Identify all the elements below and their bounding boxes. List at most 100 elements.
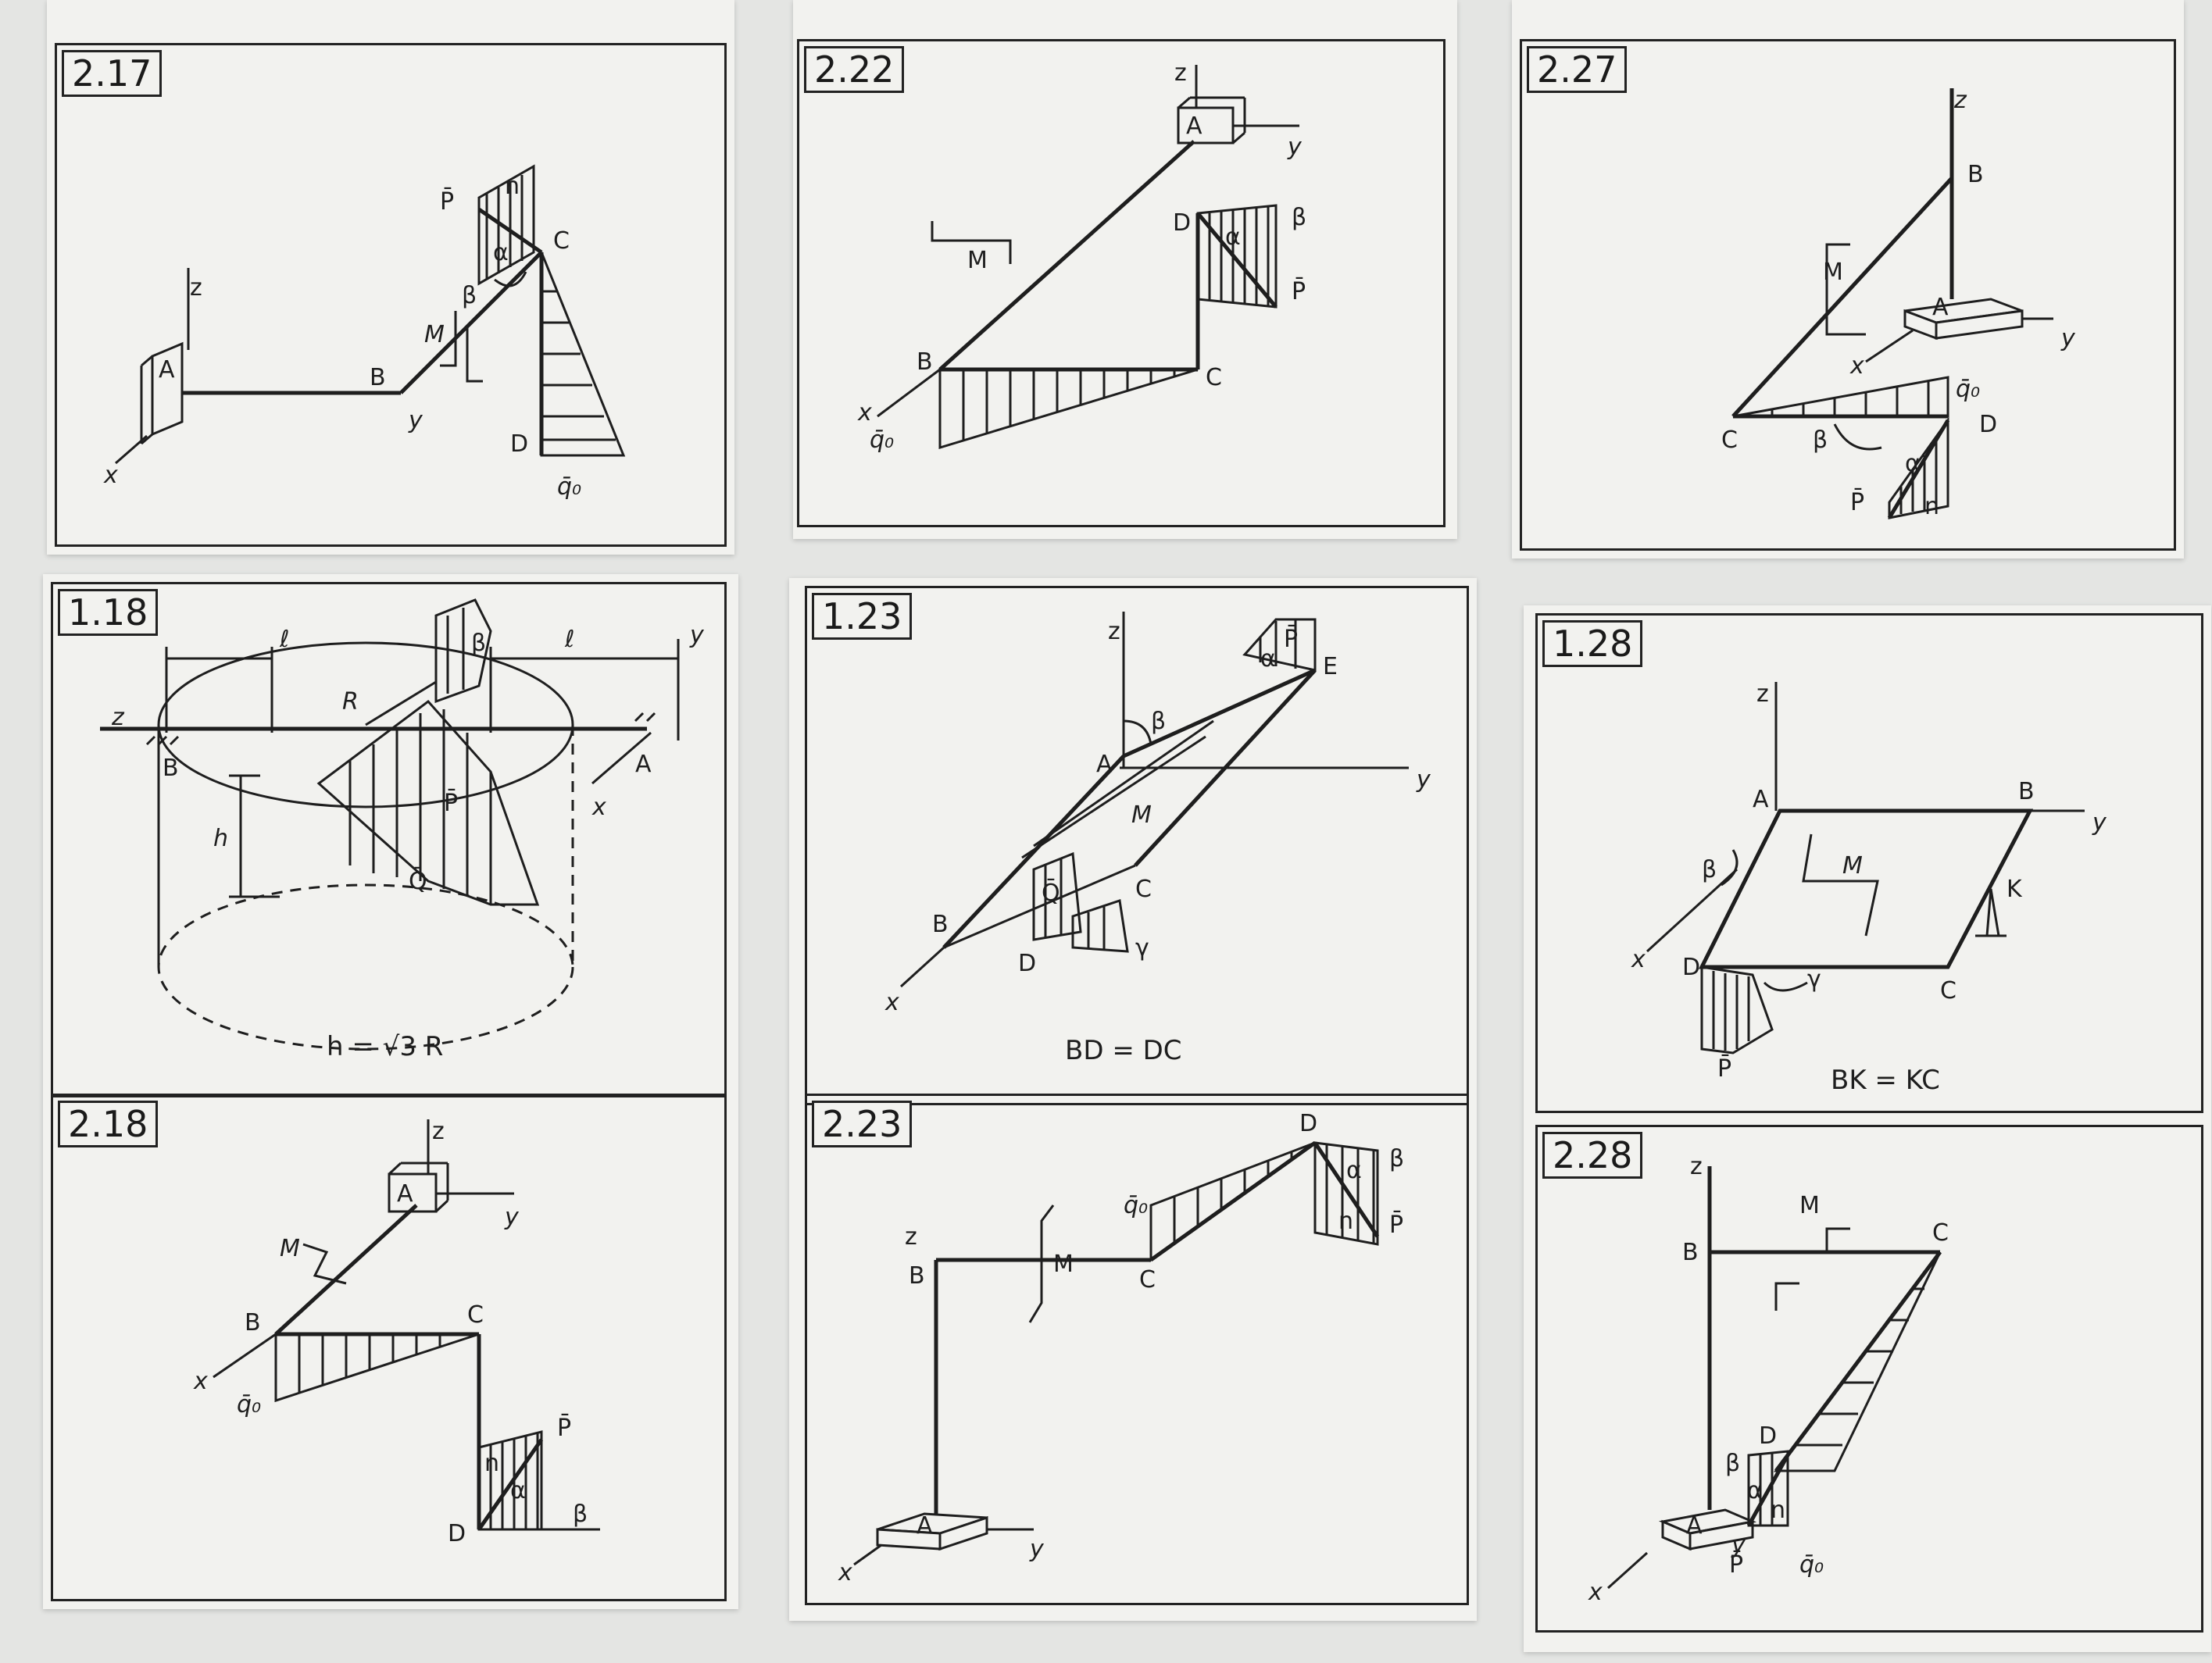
x-axis: [1646, 868, 1739, 953]
label-p: P̄: [1284, 625, 1298, 653]
label-a: A: [1096, 751, 1113, 778]
label-a: A: [397, 1180, 413, 1208]
diagram-2-18: z A y x B C D M P̄ n α β q̄₀: [193, 1118, 600, 1547]
card-1-28: 1.28 z y x A B C D: [1524, 605, 2211, 1652]
force-q-plane: [1032, 851, 1082, 941]
panel-2-28: 2.28 z B C M D: [1535, 1125, 2203, 1633]
panel-id: 2.28: [1542, 1132, 1643, 1179]
label-p: P̄: [1850, 488, 1864, 516]
label-m: M: [280, 1235, 300, 1262]
x-axis: [115, 434, 148, 465]
gamma-arc: [1763, 981, 1808, 992]
label-q: Q̄: [1042, 879, 1060, 907]
plane-n: [1888, 416, 1949, 519]
panel-1-28: 1.28 z y x A B C D: [1535, 613, 2203, 1113]
label-beta: β: [1813, 426, 1828, 454]
moment-arrow-a: [1825, 1227, 1850, 1252]
label-m: M: [1842, 852, 1863, 880]
force-p: [1196, 212, 1278, 309]
label-m: M: [1131, 801, 1152, 829]
label-q: q̄₀: [1799, 1551, 1824, 1579]
panel-2-18: 2.18: [51, 1094, 727, 1601]
label-z: z: [905, 1223, 917, 1251]
diagram-1-18: ℓ ℓ y z B A x R h Q̄ P̄ β: [100, 598, 705, 1051]
panel-2-22: 2.22: [797, 39, 1445, 527]
label-c: C: [1206, 364, 1222, 391]
card-2-22: 2.22: [793, 0, 1457, 539]
panel-id: 1.23: [812, 593, 913, 640]
force-p: [477, 1438, 544, 1531]
condition-note: h = √3 R: [327, 1031, 444, 1062]
label-q: q̄₀: [870, 426, 894, 454]
cylinder-bottom: [157, 883, 574, 1051]
radius-line: [365, 680, 437, 726]
label-y: y: [689, 622, 705, 649]
x-axis: [1606, 1551, 1649, 1590]
label-p: P̄: [1717, 1055, 1731, 1083]
x-axis: [899, 946, 945, 988]
x-axis: [877, 368, 941, 418]
label-beta: β: [1725, 1450, 1740, 1477]
label-d: D: [510, 430, 528, 458]
label-y: y: [1731, 1532, 1746, 1559]
label-p: P̄: [1389, 1211, 1403, 1239]
label-alpha: α: [1747, 1477, 1763, 1504]
label-a: A: [1186, 112, 1202, 140]
label-d: D: [1759, 1422, 1777, 1450]
label-n: n: [1924, 493, 1939, 520]
label-x: x: [1849, 352, 1864, 380]
plane-n: [1313, 1141, 1379, 1246]
label-d: D: [1173, 209, 1191, 237]
label-d: D: [448, 1520, 466, 1547]
label-m: M: [1823, 259, 1843, 286]
edge-ec: [1134, 669, 1317, 867]
label-alpha: α: [510, 1477, 526, 1504]
label-e: E: [1323, 653, 1338, 680]
force-p-plane: [434, 598, 492, 704]
label-b: B: [1682, 1239, 1699, 1266]
label-p: P̄: [440, 187, 454, 216]
diagram-2-27: z B A y x C D M P̄ n α β q̄₀: [1721, 87, 2076, 520]
beta-arc: [1123, 719, 1152, 745]
label-c: C: [1139, 1266, 1156, 1294]
label-p: P̄: [1729, 1551, 1743, 1579]
card-2-17: 2.17: [47, 0, 734, 555]
label-alpha: α: [1225, 223, 1241, 251]
label-z: z: [190, 274, 202, 302]
label-y: y: [1029, 1536, 1045, 1563]
label-x: x: [103, 462, 118, 489]
panel-id: 2.18: [58, 1101, 159, 1147]
label-p: P̄: [444, 789, 458, 817]
beam-ab: [274, 1204, 418, 1336]
label-beta: β: [462, 282, 477, 309]
label-h: h: [213, 825, 228, 852]
label-p: P̄: [1292, 277, 1306, 305]
label-y: y: [1416, 766, 1431, 794]
label-z: z: [1756, 680, 1769, 708]
panel-id: 1.28: [1542, 620, 1643, 667]
label-a: A: [159, 356, 175, 384]
label-m: M: [967, 247, 988, 274]
label-c: C: [1135, 876, 1152, 903]
label-x: x: [1588, 1579, 1603, 1606]
plane-n: [1747, 1450, 1789, 1527]
x-axis: [853, 1543, 882, 1566]
force-p: [1887, 419, 1950, 519]
distributed-load: [1149, 1141, 1316, 1262]
label-y: y: [504, 1204, 520, 1231]
label-q: q̄₀: [237, 1391, 261, 1419]
label-l1: ℓ: [279, 626, 289, 653]
panel-2-27: 2.27: [1520, 39, 2176, 551]
support-block: [151, 341, 184, 437]
moment-arrow: [1825, 243, 1866, 336]
moment-arrow-a: [440, 311, 457, 367]
edge-ae: [1122, 668, 1317, 758]
distributed-load: [1732, 376, 1949, 418]
label-b: B: [163, 755, 179, 782]
label-d: D: [1018, 950, 1036, 977]
label-z: z: [432, 1118, 445, 1145]
gamma-plane: [1071, 899, 1129, 953]
plane-n: [477, 164, 535, 286]
support-k: [1985, 888, 2000, 937]
beam-bc: [399, 251, 543, 394]
